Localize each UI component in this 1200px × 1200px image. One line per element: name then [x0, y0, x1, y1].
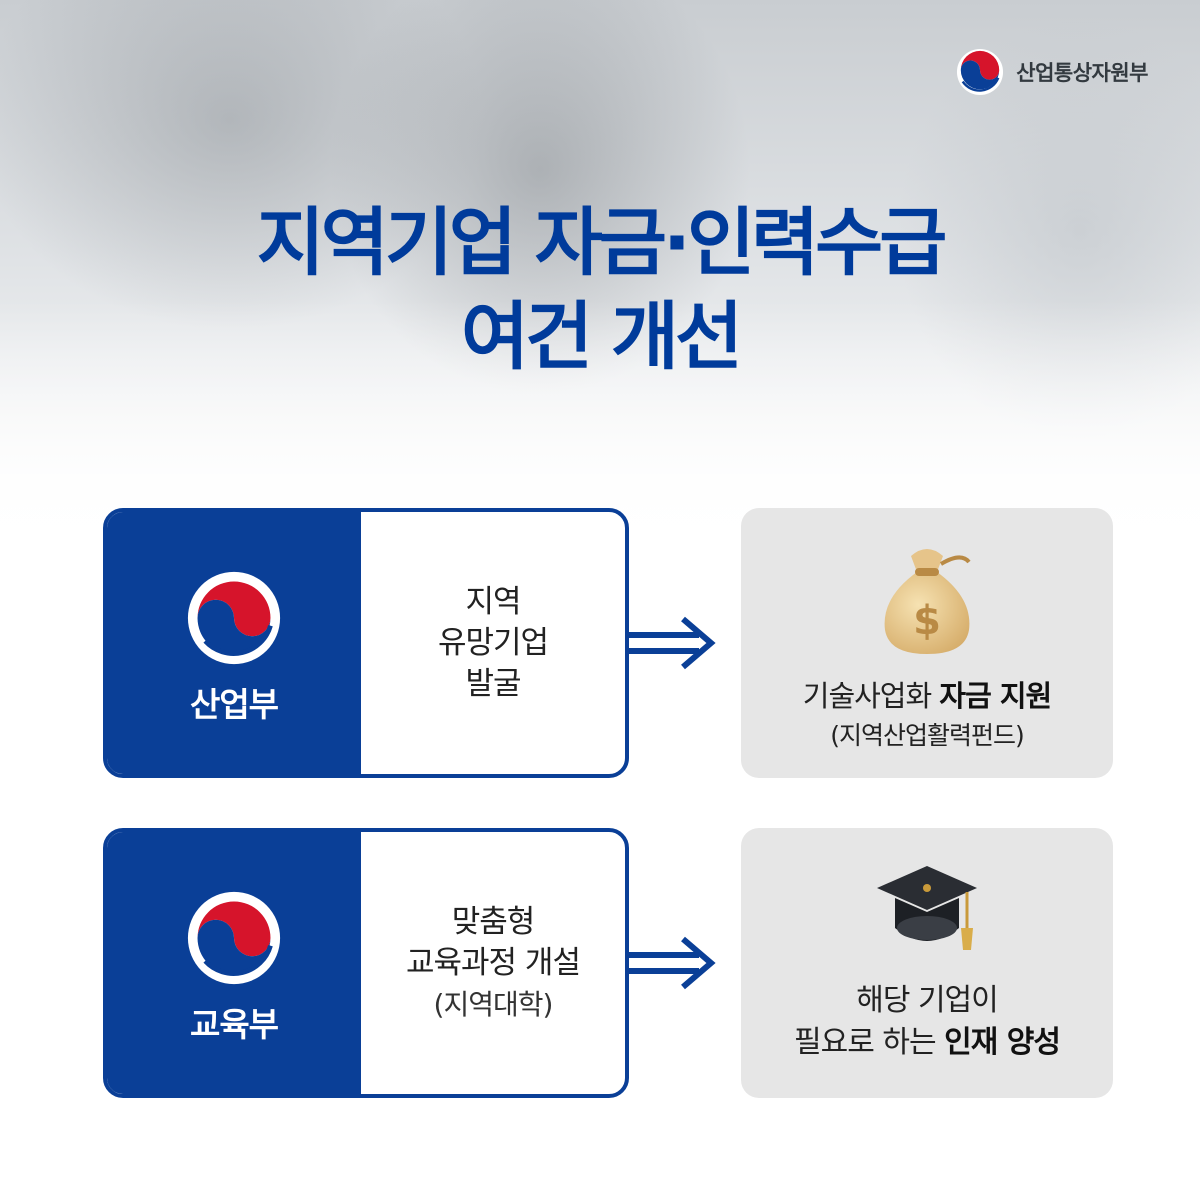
row-education: 교육부 맞춤형 교육과정 개설 (지역대학) 해당 기업이 [103, 828, 1113, 1098]
graduation-cap-icon [877, 866, 977, 950]
result-line: 기술사업화 자금 지원 [741, 676, 1113, 716]
result-card: 해당 기업이 필요로 하는 인재 양성 [741, 828, 1113, 1098]
result-description: 해당 기업이 필요로 하는 인재 양성 [741, 980, 1113, 1064]
double-arrow-icon [627, 616, 716, 670]
ministry-action: 지역 유망기업 발굴 [361, 512, 625, 774]
ministry-side-panel: 산업부 [107, 512, 361, 774]
ministry-card: 산업부 지역 유망기업 발굴 [103, 508, 629, 778]
action-line: 맞춤형 [451, 903, 536, 940]
action-line: 지역 [465, 583, 521, 620]
title-line-2: 여건 개선 [460, 294, 743, 380]
svg-text:$: $ [913, 598, 941, 644]
brand-logo: 산업통상자원부 [956, 48, 1148, 96]
ministry-name: 교육부 [189, 1005, 279, 1044]
ministry-name: 산업부 [189, 685, 279, 724]
money-bag-icon: $ [884, 549, 971, 654]
result-line: 필요로 하는 인재 양성 [741, 1022, 1113, 1064]
taegeuk-emblem-icon [187, 891, 281, 985]
taegeuk-emblem-icon [957, 48, 1004, 96]
result-line: (지역산업활력펀드) [830, 721, 1025, 750]
action-line: 교육과정 개설 [406, 944, 581, 981]
taegeuk-emblem-icon [187, 571, 281, 665]
brand-name: 산업통상자원부 [1016, 61, 1148, 85]
result-bold-text: 인재 양성 [944, 1025, 1061, 1060]
result-line: 해당 기업이 [856, 983, 999, 1018]
row-industry: 산업부 지역 유망기업 발굴 [103, 508, 1113, 778]
double-arrow-icon [627, 936, 716, 990]
action-line: 발굴 [465, 665, 521, 702]
ministry-card: 교육부 맞춤형 교육과정 개설 (지역대학) [103, 828, 629, 1098]
result-normal-text: 필요로 하는 [794, 1025, 945, 1060]
result-card: $ 기술사업화 자금 지원 (지역산업활력펀드) [741, 508, 1113, 778]
action-subline: (지역대학) [433, 987, 554, 1021]
action-line: 유망기업 [437, 624, 549, 661]
title-line-1: 지역기업 자금·인력수급 [256, 200, 948, 286]
ministry-side-panel: 교육부 [107, 832, 361, 1094]
ministry-action: 맞춤형 교육과정 개설 (지역대학) [361, 832, 625, 1094]
result-normal-text: 기술사업화 [802, 679, 940, 713]
result-bold-text: 자금 지원 [939, 679, 1052, 713]
page-title: 지역기업 자금·인력수급 여건 개선 [0, 196, 1200, 384]
result-description: 기술사업화 자금 지원 (지역산업활력펀드) [741, 676, 1113, 756]
